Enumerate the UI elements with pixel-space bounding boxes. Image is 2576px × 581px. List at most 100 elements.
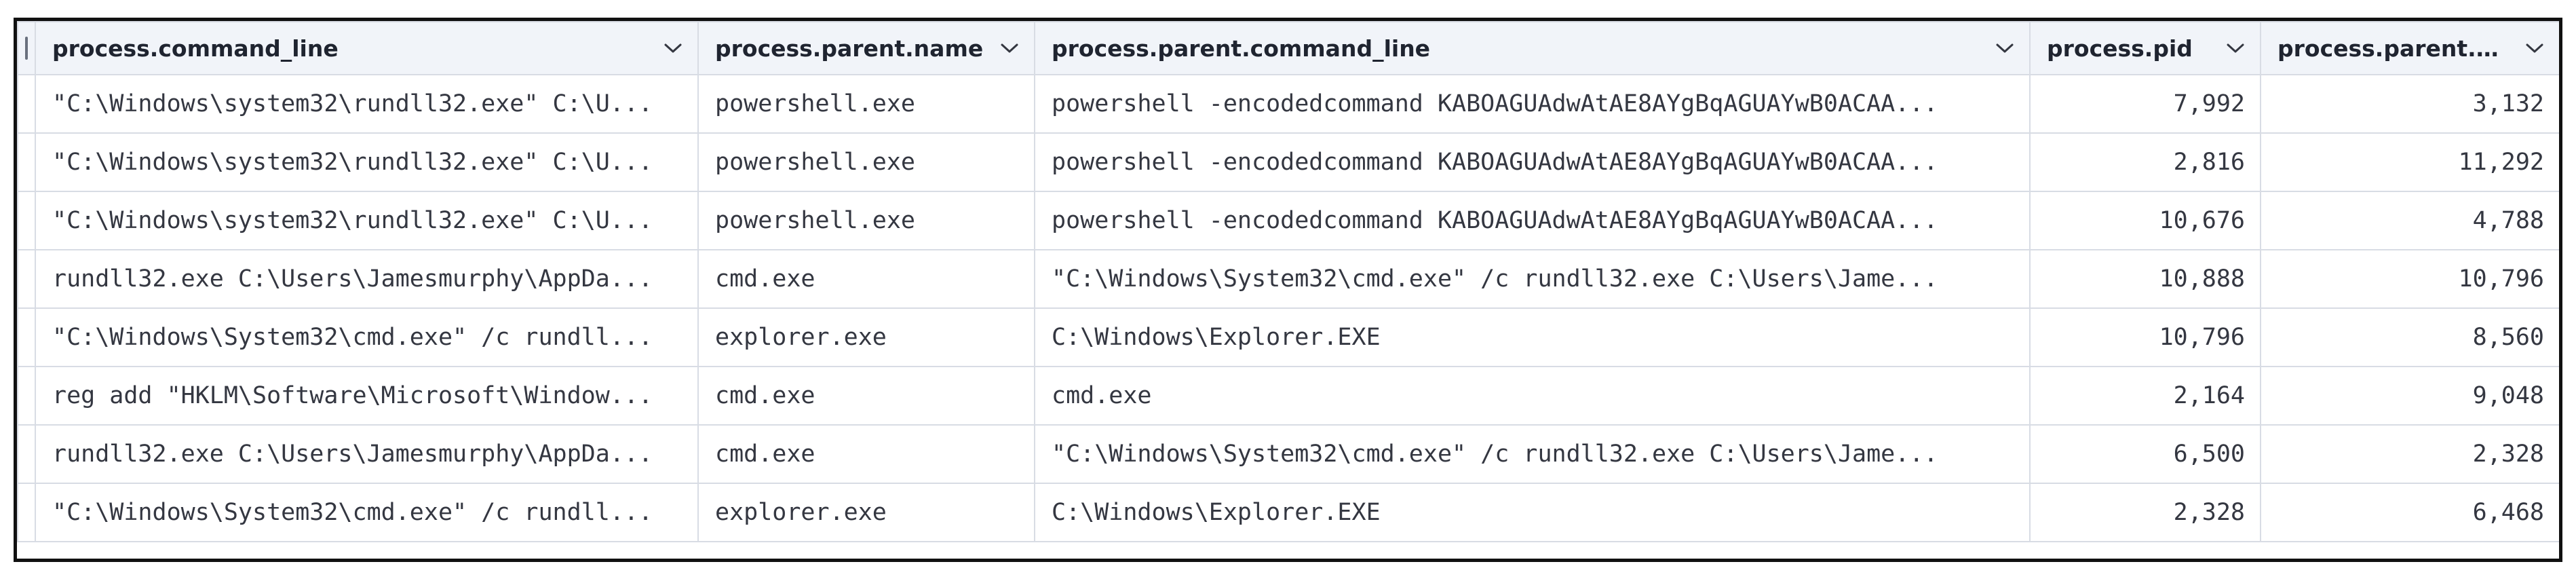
cell-text: cmd.exe bbox=[715, 265, 815, 293]
row-leading-cell bbox=[17, 132, 36, 192]
row-leading-cell bbox=[17, 74, 36, 134]
cell-parent-name[interactable]: powershell.exe bbox=[697, 191, 1035, 250]
column-header-process-parent-command-line[interactable]: process.parent.command_line bbox=[1034, 21, 2031, 75]
row-leading-cell bbox=[17, 307, 36, 367]
cell-pid[interactable]: 2,816 bbox=[2029, 132, 2261, 192]
chevron-down-icon[interactable] bbox=[1000, 41, 1019, 55]
column-header-label: process.parent.pid bbox=[2277, 35, 2516, 62]
cell-pid[interactable]: 10,796 bbox=[2029, 307, 2261, 367]
cell-text: powershell.exe bbox=[715, 90, 916, 117]
row-control-header bbox=[17, 21, 36, 75]
table-body: "C:\Windows\system32\rundll32.exe" C:\U.… bbox=[17, 74, 2559, 542]
cell-parent-command-line[interactable]: "C:\Windows\System32\cmd.exe" /c rundll3… bbox=[1034, 249, 2031, 309]
cell-text: cmd.exe bbox=[1052, 382, 1152, 409]
cell-parent-name[interactable]: explorer.exe bbox=[697, 483, 1035, 542]
cell-text: 4,788 bbox=[2472, 207, 2544, 234]
cell-text: "C:\Windows\system32\rundll32.exe" C:\U.… bbox=[52, 207, 653, 234]
cell-text: powershell -encodedcommand KABOAGUAdwAtA… bbox=[1052, 149, 1938, 176]
cell-parent-pid[interactable]: 3,132 bbox=[2260, 74, 2559, 134]
column-header-label: process.parent.name bbox=[715, 35, 984, 62]
cell-parent-name[interactable]: cmd.exe bbox=[697, 366, 1035, 426]
chevron-down-icon[interactable] bbox=[664, 41, 683, 55]
chevron-down-icon[interactable] bbox=[1995, 41, 2014, 55]
cell-text: "C:\Windows\System32\cmd.exe" /c rundll.… bbox=[52, 499, 653, 526]
cell-text: powershell -encodedcommand KABOAGUAdwAtA… bbox=[1052, 90, 1938, 117]
cell-text: 2,328 bbox=[2173, 499, 2245, 526]
cell-parent-command-line[interactable]: cmd.exe bbox=[1034, 366, 2031, 426]
cell-text: 8,560 bbox=[2472, 324, 2544, 351]
cell-command-line[interactable]: reg add "HKLM\Software\Microsoft\Window.… bbox=[35, 366, 699, 426]
cell-parent-name[interactable]: cmd.exe bbox=[697, 249, 1035, 309]
chevron-down-icon[interactable] bbox=[2525, 41, 2544, 55]
cell-parent-pid[interactable]: 2,328 bbox=[2260, 424, 2559, 484]
cell-parent-pid[interactable]: 6,468 bbox=[2260, 483, 2559, 542]
cell-text: "C:\Windows\System32\cmd.exe" /c rundll.… bbox=[52, 324, 653, 351]
cell-command-line[interactable]: "C:\Windows\system32\rundll32.exe" C:\U.… bbox=[35, 132, 699, 192]
cell-text: "C:\Windows\system32\rundll32.exe" C:\U.… bbox=[52, 90, 653, 117]
cell-text: 6,500 bbox=[2173, 441, 2245, 468]
cell-pid[interactable]: 2,164 bbox=[2029, 366, 2261, 426]
cell-command-line[interactable]: "C:\Windows\System32\cmd.exe" /c rundll.… bbox=[35, 307, 699, 367]
cell-parent-command-line[interactable]: powershell -encodedcommand KABOAGUAdwAtA… bbox=[1034, 74, 2031, 134]
cell-parent-command-line[interactable]: "C:\Windows\System32\cmd.exe" /c rundll3… bbox=[1034, 424, 2031, 484]
cell-text: rundll32.exe C:\Users\Jamesmurphy\AppDa.… bbox=[52, 441, 653, 468]
table-row[interactable]: rundll32.exe C:\Users\Jamesmurphy\AppDa.… bbox=[17, 249, 2559, 309]
cell-text: explorer.exe bbox=[715, 324, 887, 351]
column-header-process-command-line[interactable]: process.command_line bbox=[35, 21, 699, 75]
column-header-label: process.parent.command_line bbox=[1052, 35, 1431, 62]
cell-command-line[interactable]: "C:\Windows\System32\cmd.exe" /c rundll.… bbox=[35, 483, 699, 542]
table-row[interactable]: "C:\Windows\System32\cmd.exe" /c rundll.… bbox=[17, 483, 2559, 542]
cell-text: C:\Windows\Explorer.EXE bbox=[1052, 499, 1381, 526]
chevron-down-icon[interactable] bbox=[2226, 41, 2245, 55]
table-row[interactable]: reg add "HKLM\Software\Microsoft\Window.… bbox=[17, 366, 2559, 426]
cell-pid[interactable]: 10,888 bbox=[2029, 249, 2261, 309]
column-header-label: process.command_line bbox=[52, 35, 339, 62]
cell-pid[interactable]: 7,992 bbox=[2029, 74, 2261, 134]
cell-parent-name[interactable]: explorer.exe bbox=[697, 307, 1035, 367]
cell-text: explorer.exe bbox=[715, 499, 887, 526]
cell-text: powershell.exe bbox=[715, 149, 916, 176]
cell-text: C:\Windows\Explorer.EXE bbox=[1052, 324, 1381, 351]
cell-parent-name[interactable]: powershell.exe bbox=[697, 132, 1035, 192]
cell-pid[interactable]: 10,676 bbox=[2029, 191, 2261, 250]
cell-parent-command-line[interactable]: C:\Windows\Explorer.EXE bbox=[1034, 307, 2031, 367]
cell-parent-pid[interactable]: 8,560 bbox=[2260, 307, 2559, 367]
cell-text: 2,816 bbox=[2173, 149, 2245, 176]
cell-parent-pid[interactable]: 11,292 bbox=[2260, 132, 2559, 192]
cell-parent-pid[interactable]: 4,788 bbox=[2260, 191, 2559, 250]
table-row[interactable]: "C:\Windows\system32\rundll32.exe" C:\U.… bbox=[17, 191, 2559, 250]
column-header-process-parent-name[interactable]: process.parent.name bbox=[697, 21, 1035, 75]
table-row[interactable]: rundll32.exe C:\Users\Jamesmurphy\AppDa.… bbox=[17, 424, 2559, 484]
cell-text: 10,796 bbox=[2458, 265, 2544, 293]
table-header: process.command_line process.parent.name… bbox=[17, 21, 2559, 75]
cell-text: 11,292 bbox=[2458, 149, 2544, 176]
cell-text: rundll32.exe C:\Users\Jamesmurphy\AppDa.… bbox=[52, 265, 653, 293]
table-row[interactable]: "C:\Windows\system32\rundll32.exe" C:\U.… bbox=[17, 74, 2559, 134]
header-row: process.command_line process.parent.name… bbox=[17, 21, 2559, 75]
cell-parent-command-line[interactable]: powershell -encodedcommand KABOAGUAdwAtA… bbox=[1034, 191, 2031, 250]
cell-command-line[interactable]: "C:\Windows\system32\rundll32.exe" C:\U.… bbox=[35, 74, 699, 134]
cell-parent-pid[interactable]: 10,796 bbox=[2260, 249, 2559, 309]
column-header-process-parent-pid[interactable]: process.parent.pid bbox=[2260, 21, 2559, 75]
table-row[interactable]: "C:\Windows\system32\rundll32.exe" C:\U.… bbox=[17, 132, 2559, 192]
cell-text: 6,468 bbox=[2472, 499, 2544, 526]
cell-command-line[interactable]: rundll32.exe C:\Users\Jamesmurphy\AppDa.… bbox=[35, 249, 699, 309]
row-leading-cell bbox=[17, 191, 36, 250]
row-leading-cell bbox=[17, 249, 36, 309]
cell-pid[interactable]: 6,500 bbox=[2029, 424, 2261, 484]
cell-command-line[interactable]: rundll32.exe C:\Users\Jamesmurphy\AppDa.… bbox=[35, 424, 699, 484]
table-row[interactable]: "C:\Windows\System32\cmd.exe" /c rundll.… bbox=[17, 307, 2559, 367]
cell-parent-command-line[interactable]: powershell -encodedcommand KABOAGUAdwAtA… bbox=[1034, 132, 2031, 192]
column-header-process-pid[interactable]: process.pid bbox=[2029, 21, 2261, 75]
cell-parent-command-line[interactable]: C:\Windows\Explorer.EXE bbox=[1034, 483, 2031, 542]
row-leading-cell bbox=[17, 366, 36, 426]
cell-text: 2,164 bbox=[2173, 382, 2245, 409]
cell-parent-pid[interactable]: 9,048 bbox=[2260, 366, 2559, 426]
cell-text: 10,888 bbox=[2159, 265, 2245, 293]
column-resize-handle[interactable] bbox=[25, 37, 28, 60]
cell-text: 7,992 bbox=[2173, 90, 2245, 117]
cell-command-line[interactable]: "C:\Windows\system32\rundll32.exe" C:\U.… bbox=[35, 191, 699, 250]
cell-parent-name[interactable]: powershell.exe bbox=[697, 74, 1035, 134]
cell-pid[interactable]: 2,328 bbox=[2029, 483, 2261, 542]
cell-parent-name[interactable]: cmd.exe bbox=[697, 424, 1035, 484]
